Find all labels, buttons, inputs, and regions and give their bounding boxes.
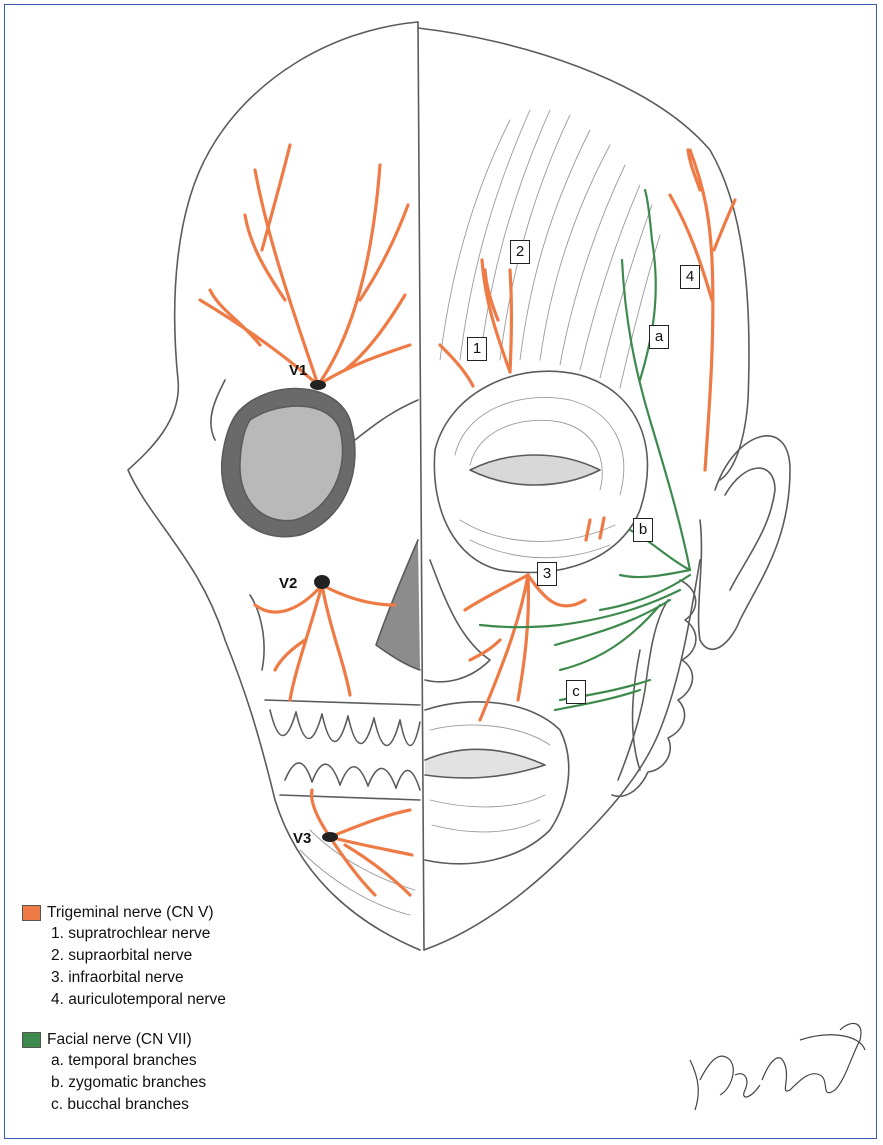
legend-facial: Facial nerve (CN VII) — [22, 1029, 226, 1050]
label-a: a — [649, 325, 669, 349]
v3-label: V3 — [293, 830, 311, 847]
v3-branches — [312, 790, 412, 895]
v1-label: V1 — [289, 362, 307, 379]
legend-item: 3. infraorbital nerve — [22, 967, 226, 989]
v1-branches — [200, 145, 410, 385]
legend-item: b. zygomatic branches — [22, 1072, 226, 1094]
ear — [699, 436, 790, 649]
nose — [425, 560, 490, 682]
orbicularis-oris — [425, 702, 569, 864]
label-1: 1 — [467, 337, 487, 361]
trigeminal-swatch — [22, 905, 41, 921]
v2-foramen — [314, 575, 330, 589]
label-4: 4 — [680, 265, 700, 289]
teeth — [270, 710, 420, 800]
v3-foramen — [322, 832, 338, 842]
v2-label: V2 — [279, 575, 297, 592]
v2-branches — [255, 585, 395, 700]
label-3: 3 — [537, 562, 557, 586]
label-2: 2 — [510, 240, 530, 264]
orbicularis-oculi — [434, 371, 647, 572]
legend-item: 2. supraorbital nerve — [22, 945, 226, 967]
label-c: c — [566, 680, 586, 704]
zygomatic-branches — [600, 530, 690, 610]
label-b: b — [633, 518, 653, 542]
legend-facial-title: Facial nerve (CN VII) — [47, 1031, 192, 1049]
legend-item: 1. supratrochlear nerve — [22, 923, 226, 945]
v1-foramen — [310, 380, 326, 390]
auriculotemporal-nerve — [670, 150, 735, 470]
legend-item: 4. auriculotemporal nerve — [22, 989, 226, 1011]
legend-trigeminal-title: Trigeminal nerve (CN V) — [47, 904, 214, 922]
head-outline — [418, 28, 749, 480]
legend: Trigeminal nerve (CN V) 1. supratrochlea… — [22, 902, 226, 1116]
legend-item: c. bucchal branches — [22, 1094, 226, 1116]
legend-trigeminal: Trigeminal nerve (CN V) — [22, 902, 226, 923]
legend-item: a. temporal branches — [22, 1050, 226, 1072]
signature — [690, 1023, 865, 1110]
midline — [418, 22, 424, 950]
facial-swatch — [22, 1032, 41, 1048]
